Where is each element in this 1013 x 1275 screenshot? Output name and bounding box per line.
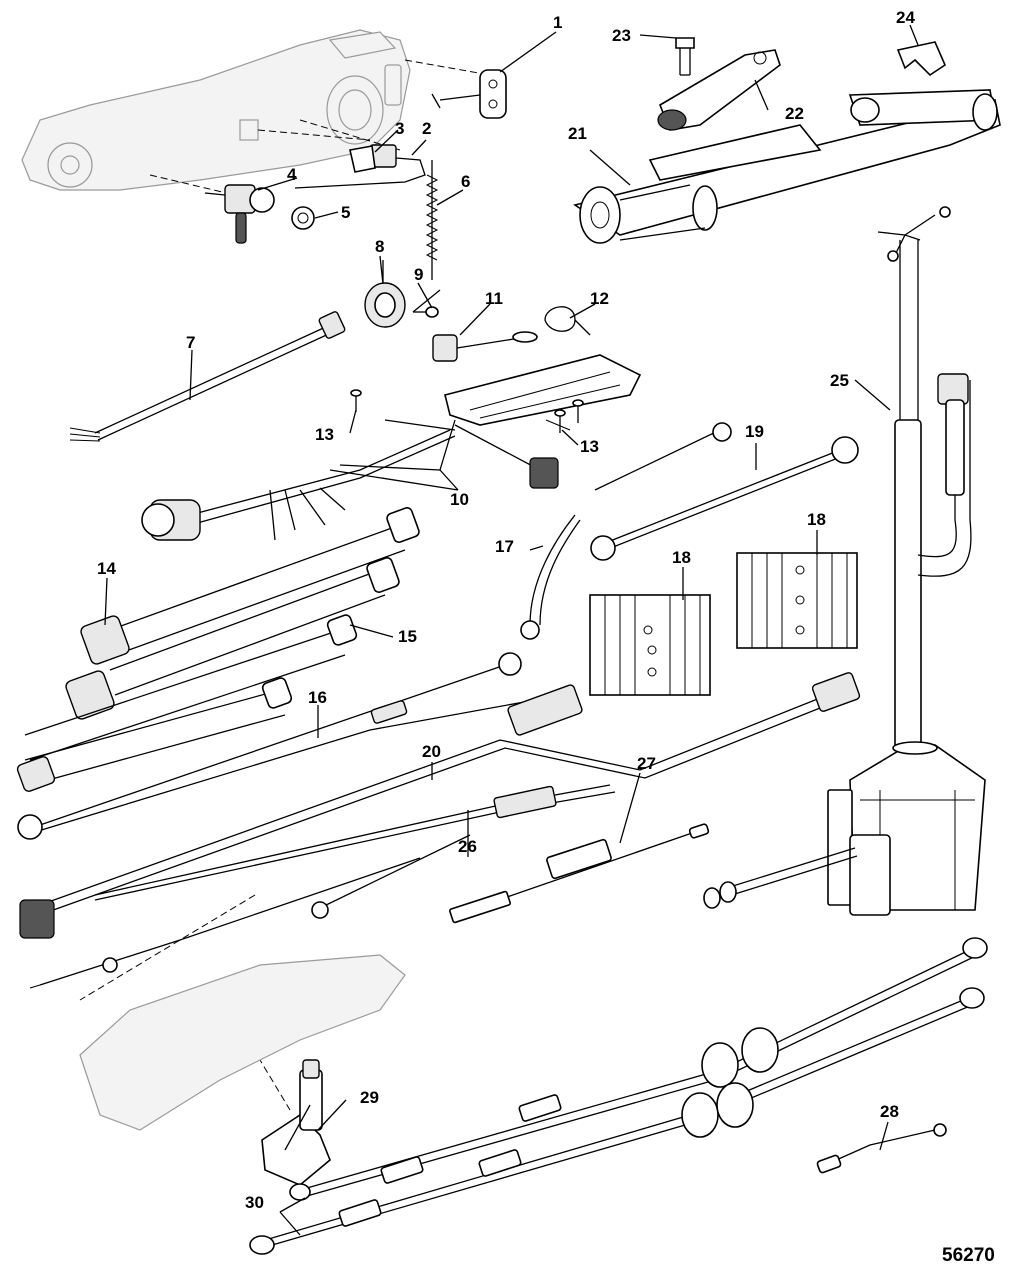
callout-9: 9 [414,265,423,284]
part-23-bolt [675,37,695,76]
part-30-steering-cables [249,937,988,1255]
part-28-ground-lead [816,1123,947,1174]
part-10-main-harness [141,419,559,541]
callout-18-left: 18 [672,548,691,567]
callout-14: 14 [97,559,116,578]
part-15-hose-assembly [16,614,358,792]
callout-6: 6 [461,172,470,191]
callout-24: 24 [896,8,915,27]
callout-15: 15 [398,627,417,646]
part-12-cable-tie [544,306,591,336]
callout-16: 16 [308,688,327,707]
part-9-screw [412,289,441,318]
part-14-hydraulic-hose [65,507,420,720]
part-27-sensor-lead [449,823,710,924]
callout-29: 29 [360,1088,379,1107]
callout-13-left: 13 [315,425,334,444]
part-13-screws [350,389,584,433]
callout-4: 4 [287,165,297,184]
callout-10: 10 [450,490,469,509]
part-3-retainer-clip [349,145,376,173]
callout-7: 7 [186,333,195,352]
part-20-extension-harness [19,672,861,939]
callout-26: 26 [458,837,477,856]
callout-leaders [104,24,919,1236]
callout-5: 5 [341,203,350,222]
callout-30: 30 [245,1193,264,1212]
part-8-connector-housing [364,260,406,328]
callout-20: 20 [422,742,441,761]
part-19-ground-cable [590,436,859,561]
part-21-steering-cylinder [573,89,1001,244]
part-10-harness-bracket [444,354,642,426]
part-29-wiring-bracket-housing [79,954,406,1186]
callout-13-right: 13 [580,437,599,456]
part-26-fuse-harness [29,784,616,989]
callout-3: 3 [395,119,404,138]
figure-number: 56270 [942,1245,995,1266]
callout-18-right: 18 [807,510,826,529]
part-17-battery-cable [520,422,732,640]
callout-8: 8 [375,237,384,256]
callout-12: 12 [590,289,609,308]
part-18-heat-sink-left [589,594,711,696]
part-22-tiller-arm [657,49,781,131]
callout-19: 19 [745,422,764,441]
callout-21: 21 [568,124,587,143]
part-5-nut [291,206,315,230]
part-25-cable-and-pump [703,206,986,916]
callout-23: 23 [612,26,631,45]
callout-11: 11 [485,289,503,308]
part-7-harness-lead [69,311,346,442]
part-16-cable [17,652,536,840]
part-18-heat-sink-right [736,552,858,649]
callout-17: 17 [495,537,514,556]
part-6-lanyard-spring [425,160,439,280]
callout-28: 28 [880,1102,899,1121]
callout-27: 27 [637,754,656,773]
tiller-handle-housing [21,29,411,191]
callout-2: 2 [422,119,431,138]
callout-labels: 1 2 3 4 5 6 7 8 9 10 11 12 13 13 14 15 1… [97,8,915,1212]
part-24-clip [896,41,947,77]
callout-22: 22 [785,104,804,123]
part-1-kill-switch-plate [431,69,507,119]
part-11-sensor [432,331,538,362]
part-4-key-switch [204,184,275,244]
callout-25: 25 [830,371,849,390]
callout-1: 1 [553,13,562,32]
